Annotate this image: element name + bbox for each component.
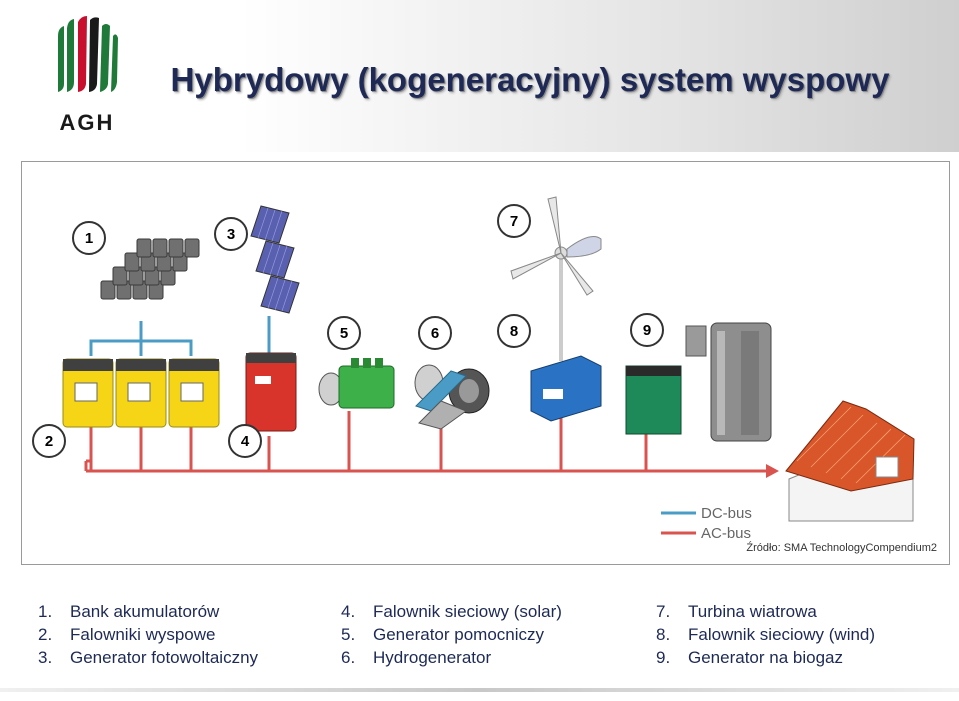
svg-text:3: 3 <box>227 226 235 243</box>
logo-text: AGH <box>60 110 115 134</box>
house <box>785 400 915 522</box>
solar-panels <box>250 205 300 314</box>
badge-3: 3 <box>214 217 248 251</box>
list-item: 6.Hydrogenerator <box>341 648 492 667</box>
svg-text:5: 5 <box>340 325 348 342</box>
list-item: 8.Falownik sieciowy (wind) <box>656 625 876 644</box>
page-title: Hybrydowy (kogeneracyjny) system wyspowy <box>170 61 890 98</box>
list-item: 2.Falowniki wyspowe <box>38 625 216 644</box>
solar-inverter <box>245 352 297 432</box>
footer-divider <box>0 688 959 692</box>
auxiliary-generator <box>318 358 395 409</box>
svg-text:4: 4 <box>241 433 250 450</box>
badge-9: 9 <box>630 313 664 347</box>
badge-8: 8 <box>497 314 531 348</box>
source-note: Źródło: SMA TechnologyCompendium2 <box>746 542 937 554</box>
svg-text:2: 2 <box>45 433 53 450</box>
svg-text:8: 8 <box>510 323 518 340</box>
island-inverters <box>62 358 220 428</box>
svg-text:6: 6 <box>431 325 439 342</box>
legend-list-col-2: 4.Falownik sieciowy (solar) 5.Generator … <box>341 600 562 669</box>
ac-drops <box>84 411 648 471</box>
badge-6: 6 <box>418 316 452 350</box>
legend-list-col-1: 1.Bank akumulatorów 2.Falowniki wyspowe … <box>38 600 258 669</box>
list-item: 1.Bank akumulatorów <box>38 602 220 621</box>
svg-text:7: 7 <box>510 213 518 230</box>
list-item: 7.Turbina wiatrowa <box>656 602 817 621</box>
list-item: 4.Falownik sieciowy (solar) <box>341 602 562 621</box>
badge-group: 1 3 7 5 6 8 9 2 4 <box>32 204 664 458</box>
battery-bank <box>100 238 200 300</box>
badge-4: 4 <box>228 424 262 458</box>
system-diagram: DC-bus AC-bus 1 3 7 5 6 8 9 2 4 <box>32 196 915 542</box>
agh-logo: AGH <box>58 16 118 134</box>
badge-1: 1 <box>72 221 106 255</box>
badge-7: 7 <box>497 204 531 238</box>
wind-turbine <box>510 196 602 361</box>
badge-5: 5 <box>327 316 361 350</box>
legend-ac-label: AC-bus <box>701 525 751 542</box>
list-item: 9.Generator na biogaz <box>656 648 843 667</box>
biogas-generator <box>625 322 772 442</box>
ac-bus-arrow <box>766 464 779 478</box>
legend-list-col-3: 7.Turbina wiatrowa 8.Falownik sieciowy (… <box>656 600 875 669</box>
slide-header: AGH Hybrydowy (kogeneracyjny) system wys… <box>0 0 959 152</box>
svg-text:9: 9 <box>643 322 651 339</box>
wind-inverter <box>530 355 602 422</box>
list-item: 5.Generator pomocniczy <box>341 625 545 644</box>
legend-dc-label: DC-bus <box>701 505 752 522</box>
list-item: 3.Generator fotowoltaiczny <box>38 648 259 667</box>
hydrogenerator <box>414 364 490 430</box>
svg-text:1: 1 <box>85 230 93 247</box>
badge-2: 2 <box>32 424 66 458</box>
